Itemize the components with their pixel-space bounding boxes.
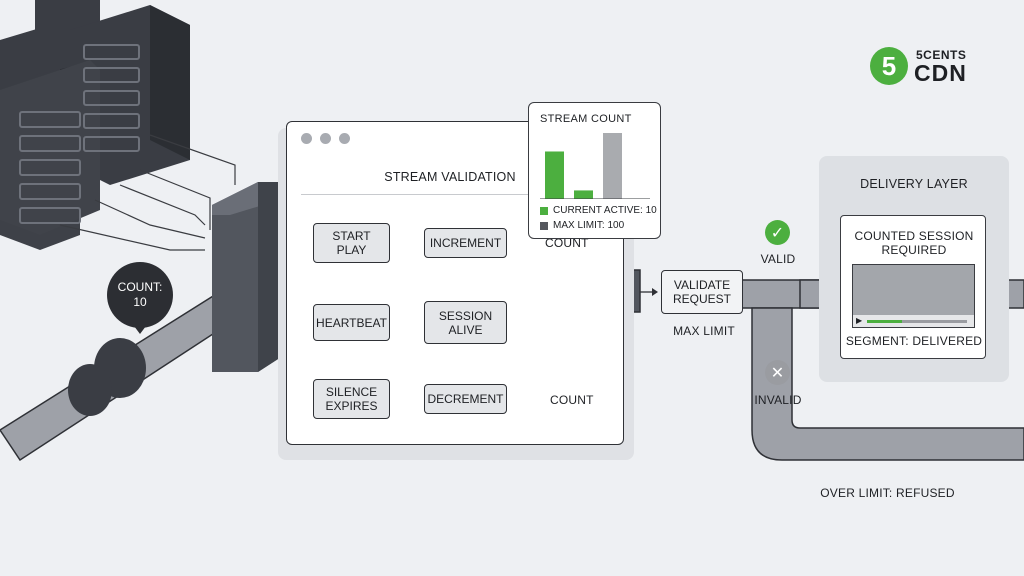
popup-title: STREAM COUNT [540, 113, 632, 125]
window-control-dot [339, 133, 350, 144]
validate-request-node: VALIDATE REQUEST [661, 270, 743, 314]
count-bubble-value: 10 [133, 295, 147, 309]
logo-mark: 5 [870, 47, 908, 85]
progress-track[interactable] [867, 320, 967, 323]
legend-active-label: CURRENT ACTIVE: 10 [553, 205, 657, 216]
over-limit-label: OVER LIMIT: REFUSED [820, 486, 955, 500]
heartbeat-node: HEARTBEAT [313, 304, 390, 341]
counted-session-line1: COUNTED SESSION [854, 229, 974, 243]
server-connector-lines [59, 134, 236, 251]
legend-swatch-green [540, 206, 548, 215]
logo-line2: CDN [914, 60, 967, 86]
stream-count-popup: STREAM COUNT CURRENT ACTIVE: 10 MAX LIMI… [528, 102, 661, 239]
counted-session-line2: REQUIRED [881, 243, 947, 257]
start-play-node: START PLAY [313, 223, 390, 263]
count-label-bottom: COUNT [550, 393, 594, 407]
count-bubble-tail [131, 322, 149, 334]
decrement-node: DECREMENT [424, 384, 507, 414]
count-bubble: COUNT: 10 [107, 262, 173, 328]
window-control-dot [301, 133, 312, 144]
check-icon: ✓ [765, 220, 790, 245]
count-bubble-label: COUNT: [117, 280, 163, 294]
progress-fill [867, 320, 902, 323]
invalid-label: INVALID [754, 393, 802, 407]
segment-status: SEGMENT: DELIVERED [845, 334, 983, 348]
window-control-dot [320, 133, 331, 144]
stream-count-chart [540, 133, 650, 199]
x-icon: ✕ [765, 360, 790, 385]
server-rack-icon [0, 0, 190, 250]
session-alive-node: SESSION ALIVE [424, 301, 507, 344]
delivery-layer-title: DELIVERY LAYER [860, 177, 968, 191]
window-divider [301, 194, 605, 195]
valid-label: VALID [760, 252, 796, 266]
max-limit-label: MAX LIMIT [673, 324, 735, 338]
chart-bar [574, 190, 593, 199]
play-icon[interactable]: ▶ [856, 316, 863, 325]
brand-logo: 5 5CENTS CDN [870, 47, 980, 87]
legend-active: CURRENT ACTIVE: 10 [540, 205, 657, 216]
silence-expires-node: SILENCE EXPIRES [313, 379, 390, 419]
video-player[interactable]: ▶ [852, 264, 975, 328]
window-title: STREAM VALIDATION [384, 170, 516, 184]
legend-swatch-grey [540, 221, 548, 230]
count-label-top: COUNT [545, 236, 589, 250]
video-controls: ▶ [853, 315, 974, 327]
legend-max: MAX LIMIT: 100 [540, 220, 624, 231]
legend-max-label: MAX LIMIT: 100 [553, 220, 625, 231]
logo-line1: 5CENTS [916, 48, 967, 62]
chart-bar [545, 151, 564, 199]
counted-session-title: COUNTED SESSION REQUIRED [841, 229, 987, 257]
chart-bar [603, 133, 622, 199]
counted-session-panel: COUNTED SESSION REQUIRED ▶ SEGMENT: DELI… [840, 215, 986, 359]
increment-node: INCREMENT [424, 228, 507, 258]
